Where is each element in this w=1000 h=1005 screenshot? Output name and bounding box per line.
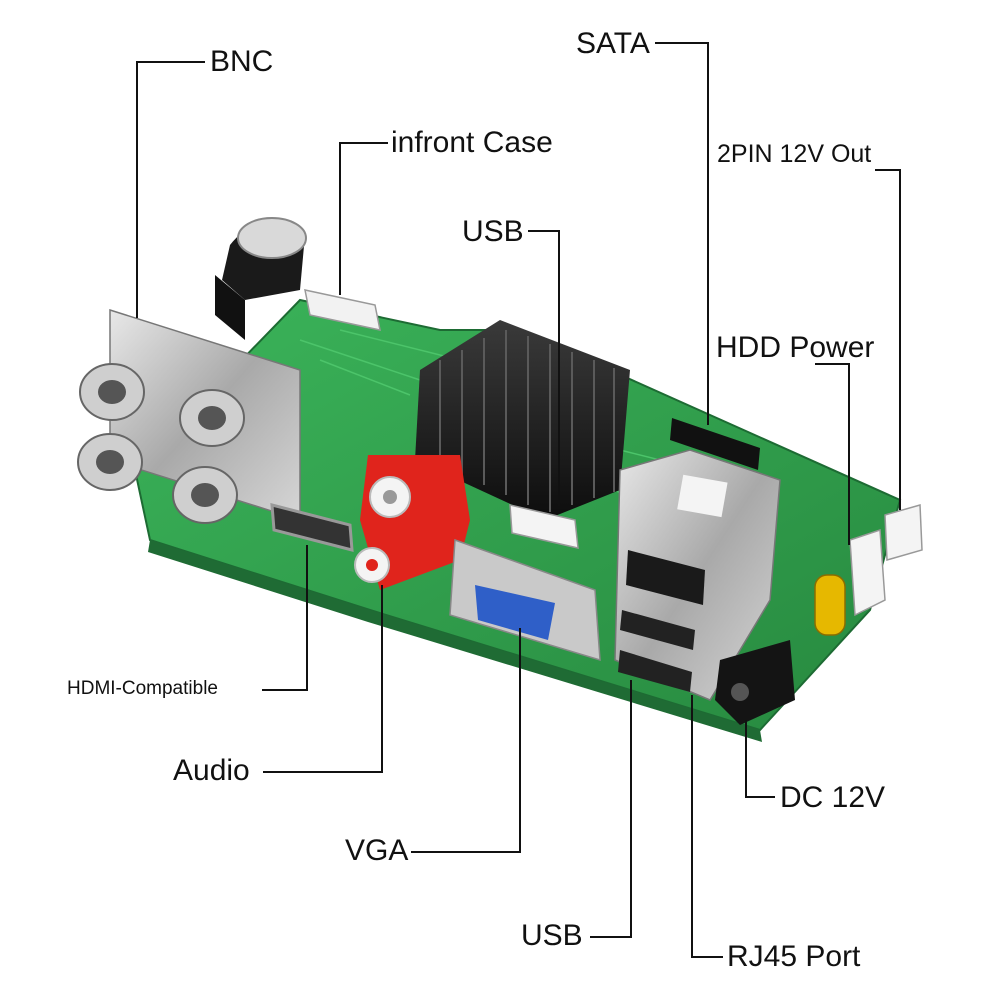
label-infront-case: infront Case <box>391 126 553 159</box>
label-vga: VGA <box>345 834 409 867</box>
leader-hdd-power <box>815 363 850 545</box>
capacitor <box>814 574 846 636</box>
vga-port <box>449 538 601 662</box>
bnc-connector-1 <box>79 363 145 421</box>
leader-usb-top <box>528 230 560 506</box>
leader-infront-case <box>339 142 388 295</box>
hdmi-port <box>270 503 354 552</box>
label-rj45-port: RJ45 Port <box>727 940 861 973</box>
bnc-connector-2 <box>179 389 245 447</box>
white-pin-header <box>509 504 579 549</box>
sata-connector <box>670 418 760 470</box>
label-sata: SATA <box>576 27 650 60</box>
leader-rj45 <box>691 695 723 958</box>
dc-jack <box>715 640 795 725</box>
bnc-connectors <box>77 363 245 524</box>
label-bnc: BNC <box>210 45 274 78</box>
label-audio: Audio <box>173 754 250 787</box>
bnc-connector-3 <box>77 433 143 491</box>
label-usb-bottom: USB <box>521 919 583 952</box>
label-hdmi: HDMI-Compatible <box>67 678 218 699</box>
rj45-jack <box>626 550 705 605</box>
infront-case-connector <box>304 289 381 331</box>
label-usb-top: USB <box>462 215 524 248</box>
hdd-power-connector <box>849 528 886 617</box>
usb-port-a <box>620 610 695 650</box>
leader-2pin-12v <box>875 169 901 510</box>
coin-battery <box>215 217 307 340</box>
usb-port-b <box>618 650 692 692</box>
2pin-12v-connector <box>884 504 923 561</box>
rj45-usb-stack <box>614 449 781 701</box>
label-2pin-12v-out: 2PIN 12V Out <box>717 140 872 168</box>
leader-bnc <box>136 61 205 318</box>
leader-sata <box>655 42 709 425</box>
label-hdd-power: HDD Power <box>716 331 875 364</box>
bnc-connector-4 <box>172 466 238 524</box>
leader-vga <box>411 628 521 853</box>
leader-dc12v <box>745 720 775 798</box>
leader-hdmi <box>262 545 308 691</box>
heatsink <box>415 320 630 520</box>
leader-audio <box>263 585 383 773</box>
leader-usb-bottom <box>590 680 632 938</box>
label-dc-12v: DC 12V <box>780 781 886 814</box>
audio-rca-connectors <box>354 455 470 590</box>
